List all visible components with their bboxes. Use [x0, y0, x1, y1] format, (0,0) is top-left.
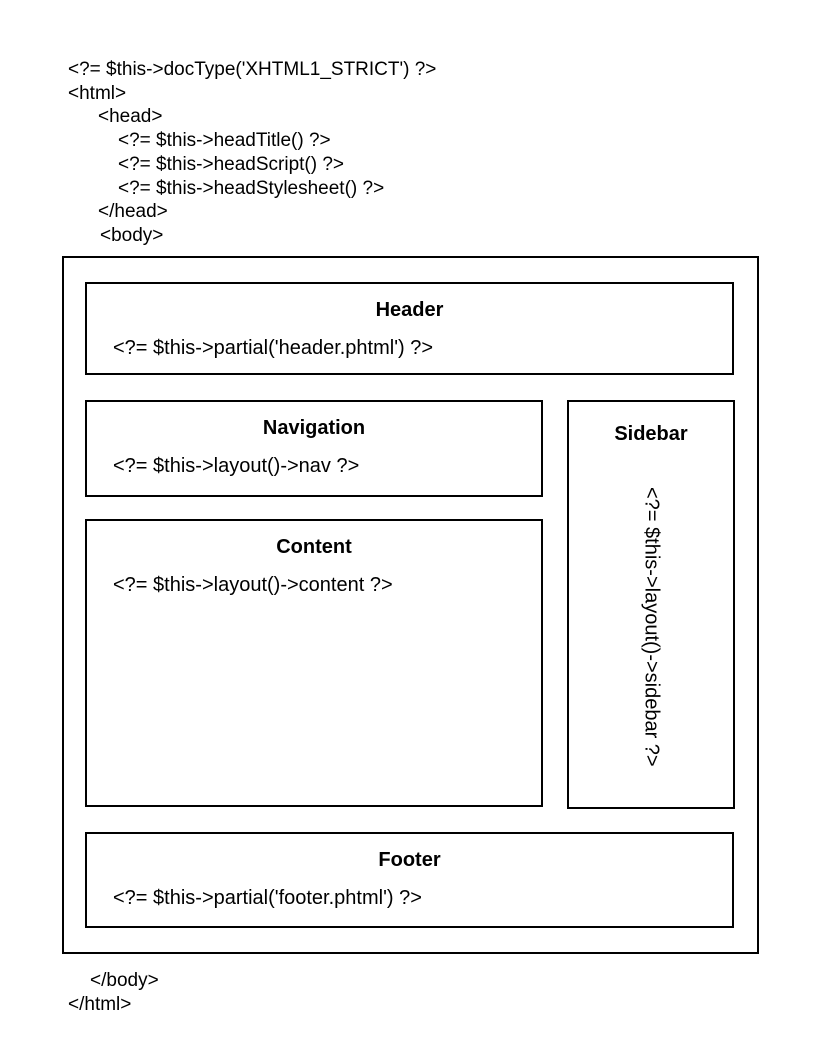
header-box: Header <?= $this->partial('header.phtml'…: [85, 282, 734, 375]
code-line-head-close: </head>: [98, 201, 168, 223]
navigation-box-title: Navigation: [262, 417, 366, 439]
header-box-title: Header: [375, 299, 444, 321]
navigation-box: Navigation <?= $this->layout()->nav ?>: [85, 400, 543, 497]
layout-script-code-bottom: </body> </html>: [68, 969, 159, 1016]
code-line-html-open: <html>: [68, 82, 127, 104]
header-box-code: <?= $this->partial('header.phtml') ?>: [113, 337, 434, 359]
code-line-head-script: <?= $this->headScript() ?>: [118, 153, 345, 175]
code-line-head-title: <?= $this->headTitle() ?>: [118, 130, 331, 152]
code-line-head-stylesheet: <?= $this->headStylesheet() ?>: [118, 177, 385, 199]
footer-box: Footer <?= $this->partial('footer.phtml'…: [85, 832, 734, 928]
sidebar-box-body: <?= $this->layout()->sidebar ?>: [569, 449, 733, 804]
footer-box-title: Footer: [378, 849, 441, 871]
code-line-body-open: <body>: [100, 224, 164, 246]
footer-box-code: <?= $this->partial('footer.phtml') ?>: [113, 887, 422, 909]
layout-diagram-outer-box: Header <?= $this->partial('header.phtml'…: [62, 256, 759, 954]
navigation-box-code: <?= $this->layout()->nav ?>: [113, 455, 360, 477]
sidebar-box-title: Sidebar: [614, 423, 688, 445]
code-line-doctype: <?= $this->docType('XHTML1_STRICT') ?>: [68, 59, 437, 80]
code-line-html-close: </html>: [68, 993, 132, 1015]
code-line-head-open: <head>: [98, 106, 163, 128]
code-line-body-close: </body>: [90, 970, 159, 991]
content-box-code: <?= $this->layout()->content ?>: [113, 574, 393, 596]
content-box-title: Content: [276, 536, 352, 558]
sidebar-box: Sidebar <?= $this->layout()->sidebar ?>: [567, 400, 735, 809]
content-box: Content <?= $this->layout()->content ?>: [85, 519, 543, 807]
sidebar-box-code-vertical: <?= $this->layout()->sidebar ?>: [640, 486, 663, 767]
layout-script-code-top: <?= $this->docType('XHTML1_STRICT') ?> <…: [68, 58, 436, 248]
